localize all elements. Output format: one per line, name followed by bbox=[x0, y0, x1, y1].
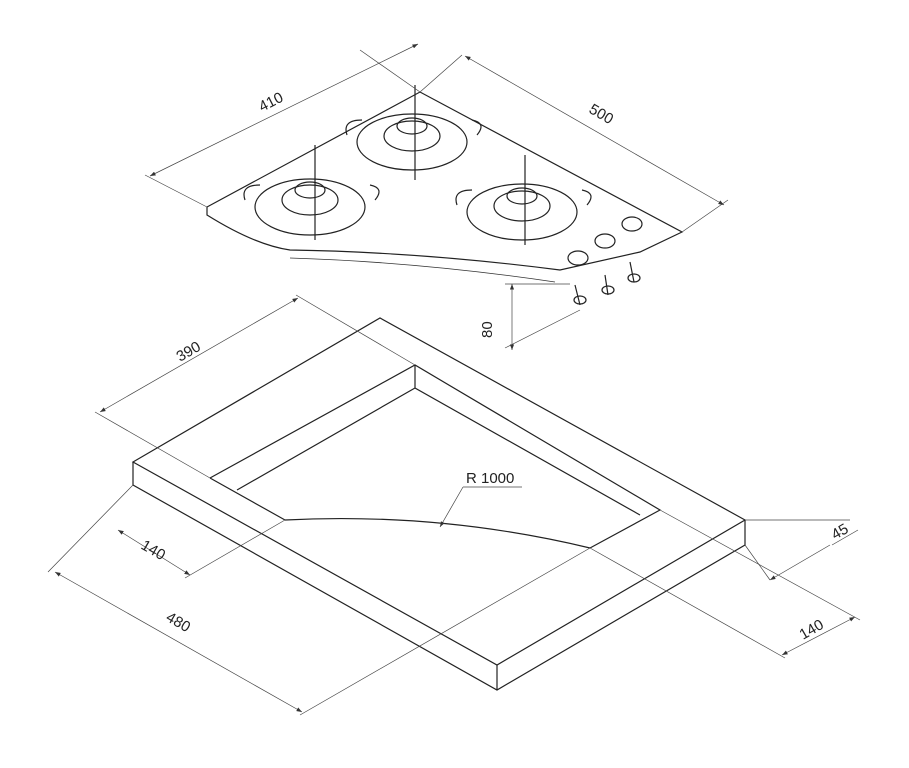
label-cutout-depth: 390 bbox=[174, 338, 204, 365]
worktop bbox=[131, 317, 747, 691]
dimension-cutout-depth bbox=[94, 294, 416, 479]
dimension-cutout-right-offset bbox=[589, 509, 861, 659]
dimension-hob-height bbox=[504, 283, 581, 350]
control-knobs bbox=[567, 216, 643, 306]
label-cutout-right-offset: 140 bbox=[797, 616, 827, 643]
label-cutout-width: 480 bbox=[163, 609, 193, 636]
dimension-cutout-left-offset bbox=[117, 519, 286, 579]
label-hob-depth: 410 bbox=[256, 89, 286, 116]
dimension-radius bbox=[439, 486, 522, 528]
label-worktop-thickness: 45 bbox=[829, 520, 852, 543]
dimension-hob-depth bbox=[144, 43, 421, 208]
burner-left bbox=[243, 145, 380, 240]
dimension-cutout-width bbox=[47, 484, 591, 716]
burner-right bbox=[455, 155, 592, 245]
cutout-curve bbox=[284, 517, 591, 549]
label-cutout-radius: R 1000 bbox=[466, 470, 514, 487]
dimension-hob-width bbox=[419, 54, 729, 233]
label-cutout-left-offset: 140 bbox=[138, 537, 168, 564]
burner-back bbox=[345, 85, 482, 180]
label-hob-height: 80 bbox=[479, 321, 496, 338]
dimension-worktop-thickness bbox=[744, 519, 859, 581]
label-hob-width: 500 bbox=[586, 101, 616, 128]
